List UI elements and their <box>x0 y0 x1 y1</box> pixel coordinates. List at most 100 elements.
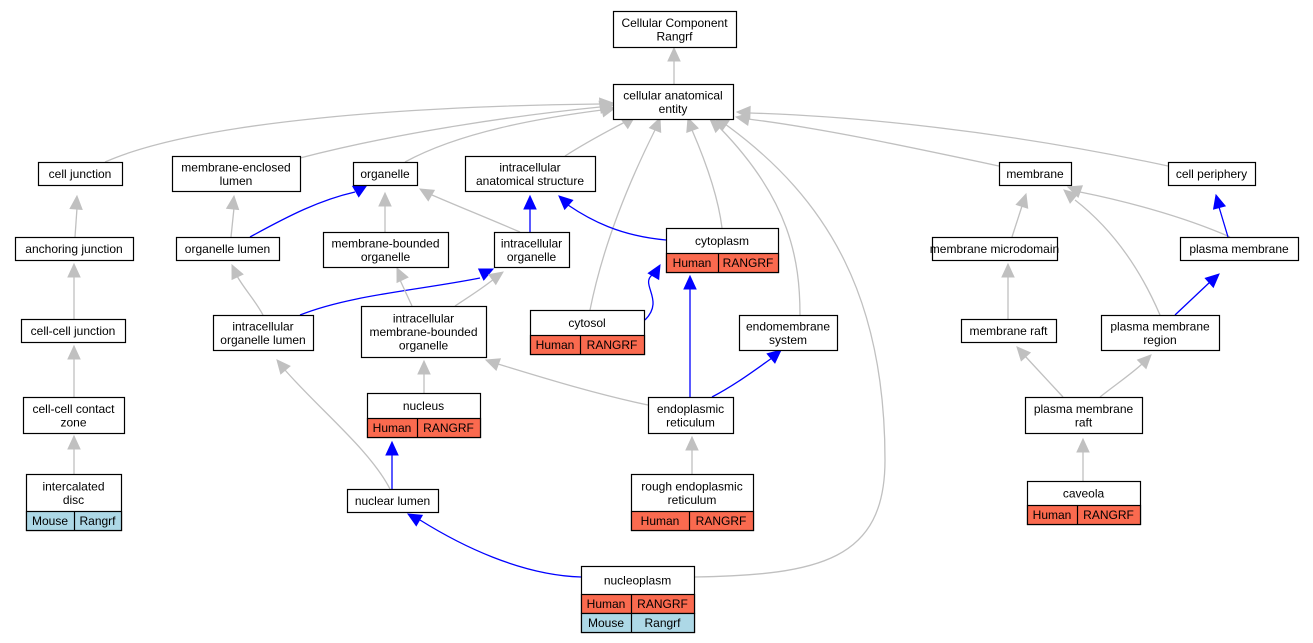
node-box <box>647 396 735 435</box>
node-label: Cellular Component <box>621 16 728 30</box>
edge-ccj-to-aj <box>67 262 81 319</box>
edge-arrowhead <box>378 191 392 207</box>
node-box <box>931 236 1059 262</box>
node-box <box>37 161 124 187</box>
edge-io-to-org <box>418 188 521 233</box>
node-label: membrane microdomain <box>930 242 1059 256</box>
edge-line <box>1174 281 1211 316</box>
node-cj[interactable]: cell junction <box>37 161 124 187</box>
edge-line <box>693 123 886 578</box>
node-ccj[interactable]: cell-cell junction <box>20 318 127 344</box>
annotation-species: Human <box>373 421 412 435</box>
node-cp[interactable]: cell periphery <box>1167 161 1257 187</box>
edge-cp-to-cae <box>735 105 1169 167</box>
edge-arrowhead <box>600 104 617 118</box>
node-label: cytoplasm <box>695 234 749 248</box>
edge-line <box>644 274 654 321</box>
node-label: organelle lumen <box>185 242 270 256</box>
node-label: plasma membrane <box>1189 242 1289 256</box>
node-label: zone <box>60 415 86 429</box>
node-box <box>14 236 135 262</box>
node-ol[interactable]: organelle lumen <box>175 236 281 262</box>
edge-arrowhead <box>417 359 431 375</box>
edge-arrowhead <box>418 188 436 202</box>
edge-line <box>419 519 582 578</box>
node-aj[interactable]: anchoring junction <box>14 236 135 262</box>
edge-line <box>1024 355 1064 398</box>
edge-line <box>74 207 78 238</box>
node-nl[interactable]: nuclear lumen <box>346 488 440 514</box>
annotation-gene: Rangrf <box>79 514 116 528</box>
edges-layer <box>67 46 1231 578</box>
edge-arrowhead <box>647 263 661 281</box>
edge-line <box>1074 199 1161 316</box>
edge-arrowhead <box>276 359 291 375</box>
edge-mr-to-mmd <box>1001 262 1015 319</box>
node-mr[interactable]: membrane raft <box>960 318 1058 344</box>
node-label: intracellular <box>232 319 293 333</box>
edge-iol-to-ol <box>231 263 264 316</box>
edge-arrowhead <box>648 116 662 134</box>
node-box <box>1100 314 1221 352</box>
node-label: cell junction <box>49 167 112 181</box>
edge-cytosol-to-cae <box>589 116 662 311</box>
node-mem[interactable]: membrane <box>998 161 1073 187</box>
edge-nl-to-nuc <box>385 440 399 489</box>
edge-er-to-imbo <box>484 358 649 406</box>
node-label: plasma membrane <box>1110 319 1210 333</box>
edge-mel-to-cae <box>299 100 615 159</box>
edge-arrowhead <box>735 105 751 120</box>
edge-line <box>1079 191 1231 238</box>
annotation-cell <box>366 417 482 439</box>
edge-line <box>399 279 413 307</box>
edge-rer-to-er <box>685 435 699 474</box>
edge-arrowhead <box>67 344 81 360</box>
annotation-gene: Rangrf <box>644 616 681 630</box>
node-label: disc <box>63 493 84 507</box>
edge-line <box>230 207 235 238</box>
edge-line <box>711 357 773 398</box>
node-org[interactable]: organelle <box>352 161 419 187</box>
edge-arrowhead <box>685 435 699 451</box>
edge-pmr-to-mem <box>1063 189 1161 316</box>
node-box <box>738 314 839 352</box>
edge-arrowhead <box>1016 346 1032 362</box>
edge-mem-to-cae <box>734 112 1000 167</box>
node-pm[interactable]: plasma membrane <box>1179 236 1300 262</box>
edge-nl-to-iol <box>276 359 391 490</box>
edge-arrowhead <box>351 184 369 198</box>
node-label: organelle lumen <box>220 333 305 347</box>
node-box <box>612 10 738 49</box>
node-mmd[interactable]: membrane microdomain <box>930 236 1059 262</box>
annotation-cell <box>665 252 780 274</box>
edge-pmr-to-pm <box>1174 273 1220 316</box>
node-box <box>346 488 440 514</box>
edge-arrowhead <box>396 266 409 284</box>
annotation-species: Human <box>536 338 575 352</box>
edge-line <box>249 191 356 238</box>
edge-arrowhead <box>385 440 399 456</box>
edge-cccz-to-ccj <box>67 344 81 397</box>
